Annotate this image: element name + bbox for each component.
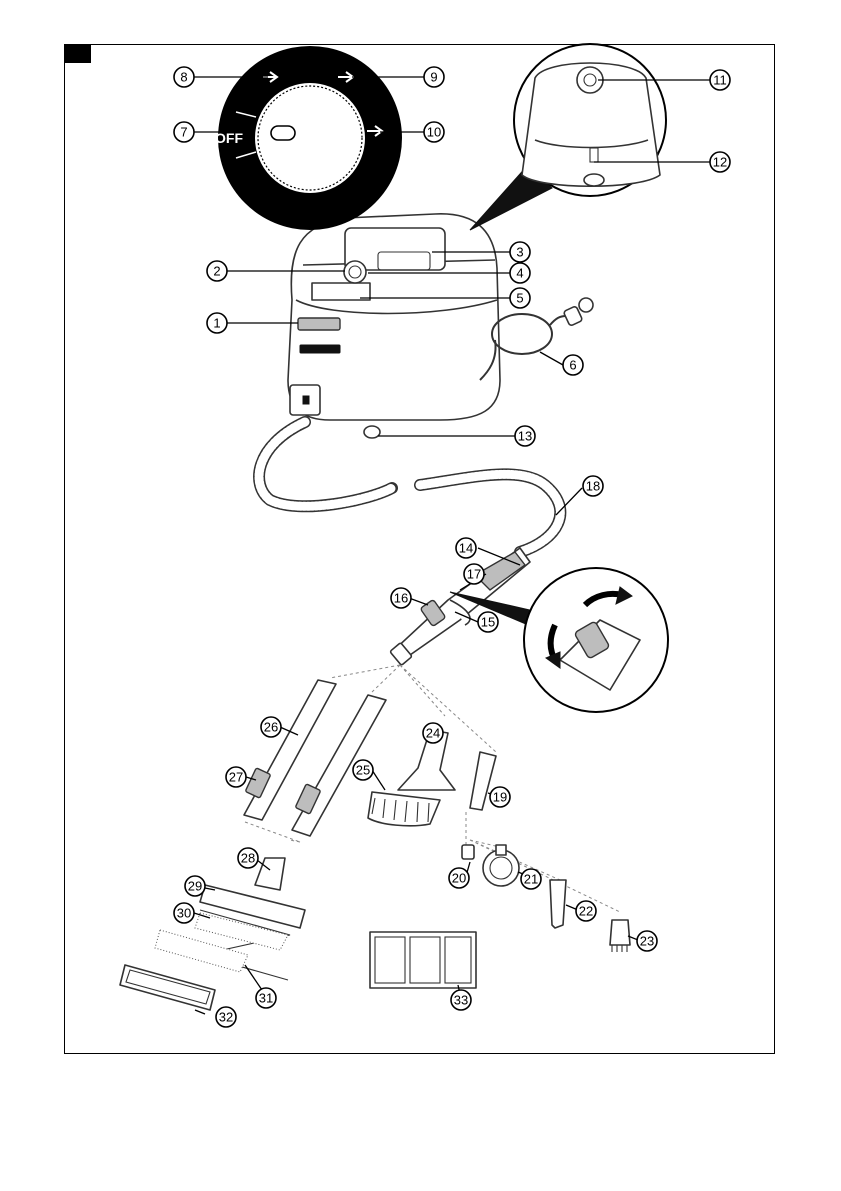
callout-8: 8 <box>174 67 194 87</box>
svg-text:32: 32 <box>219 1010 233 1025</box>
svg-text:28: 28 <box>241 851 255 866</box>
callout-2: 2 <box>207 261 227 281</box>
svg-text:30: 30 <box>177 906 191 921</box>
dial-zoom: OFF <box>215 46 402 230</box>
callout-7: 7 <box>174 122 194 142</box>
svg-text:21: 21 <box>524 872 538 887</box>
callout-24: 24 <box>423 723 443 743</box>
callout-16: 16 <box>391 588 411 608</box>
steam-cleaner-body <box>288 214 500 438</box>
detail-nozzle-drawing <box>462 752 630 952</box>
svg-text:12: 12 <box>713 155 727 170</box>
svg-text:8: 8 <box>180 70 187 85</box>
svg-text:14: 14 <box>459 541 473 556</box>
svg-text:11: 11 <box>713 73 727 88</box>
callout-31: 31 <box>256 988 276 1008</box>
svg-text:15: 15 <box>481 615 495 630</box>
callout-9: 9 <box>424 67 444 87</box>
svg-text:24: 24 <box>426 726 440 741</box>
callout-13: 13 <box>515 426 535 446</box>
callout-10: 10 <box>424 122 444 142</box>
svg-text:9: 9 <box>430 70 437 85</box>
callout-30: 30 <box>174 903 194 923</box>
callout-18: 18 <box>583 476 603 496</box>
svg-text:4: 4 <box>516 266 523 281</box>
callout-4: 4 <box>510 263 530 283</box>
svg-text:16: 16 <box>394 591 408 606</box>
callout-19: 19 <box>490 787 510 807</box>
callout-28: 28 <box>238 848 258 868</box>
callout-12: 12 <box>710 152 730 172</box>
svg-text:2: 2 <box>213 264 220 279</box>
callout-27: 27 <box>226 767 246 787</box>
svg-text:18: 18 <box>586 479 600 494</box>
hand-nozzle-drawing <box>368 730 455 826</box>
svg-text:25: 25 <box>356 763 370 778</box>
callout-6: 6 <box>563 355 583 375</box>
cloth-pack-drawing <box>370 932 476 988</box>
steam-hose-drawing <box>259 422 560 552</box>
callout-3: 3 <box>510 242 530 262</box>
svg-text:19: 19 <box>493 790 507 805</box>
svg-text:23: 23 <box>640 934 654 949</box>
callout-1: 1 <box>207 313 227 333</box>
svg-text:27: 27 <box>229 770 243 785</box>
cap-zoom <box>470 44 666 230</box>
svg-text:13: 13 <box>518 429 532 444</box>
callout-11: 11 <box>710 70 730 90</box>
callout-21: 21 <box>521 869 541 889</box>
callout-26: 26 <box>261 717 281 737</box>
extension-tubes-drawing <box>244 680 386 836</box>
svg-text:33: 33 <box>454 993 468 1008</box>
svg-text:6: 6 <box>569 358 576 373</box>
callout-15: 15 <box>478 612 498 632</box>
callout-14: 14 <box>456 538 476 558</box>
floor-nozzle-drawing <box>120 858 305 1010</box>
callout-32: 32 <box>216 1007 236 1027</box>
callout-23: 23 <box>637 931 657 951</box>
svg-text:7: 7 <box>180 125 187 140</box>
callout-25: 25 <box>353 760 373 780</box>
svg-text:1: 1 <box>213 316 220 331</box>
svg-text:17: 17 <box>467 567 481 582</box>
callout-33: 33 <box>451 990 471 1010</box>
svg-text:5: 5 <box>516 291 523 306</box>
svg-text:10: 10 <box>427 125 441 140</box>
svg-text:31: 31 <box>259 991 273 1006</box>
callout-17: 17 <box>464 564 484 584</box>
svg-text:20: 20 <box>452 871 466 886</box>
svg-text:29: 29 <box>188 879 202 894</box>
callout-5: 5 <box>510 288 530 308</box>
svg-text:3: 3 <box>516 245 523 260</box>
callout-20: 20 <box>449 868 469 888</box>
svg-text:26: 26 <box>264 720 278 735</box>
svg-text:22: 22 <box>579 904 593 919</box>
callout-22: 22 <box>576 901 596 921</box>
callout-29: 29 <box>185 876 205 896</box>
